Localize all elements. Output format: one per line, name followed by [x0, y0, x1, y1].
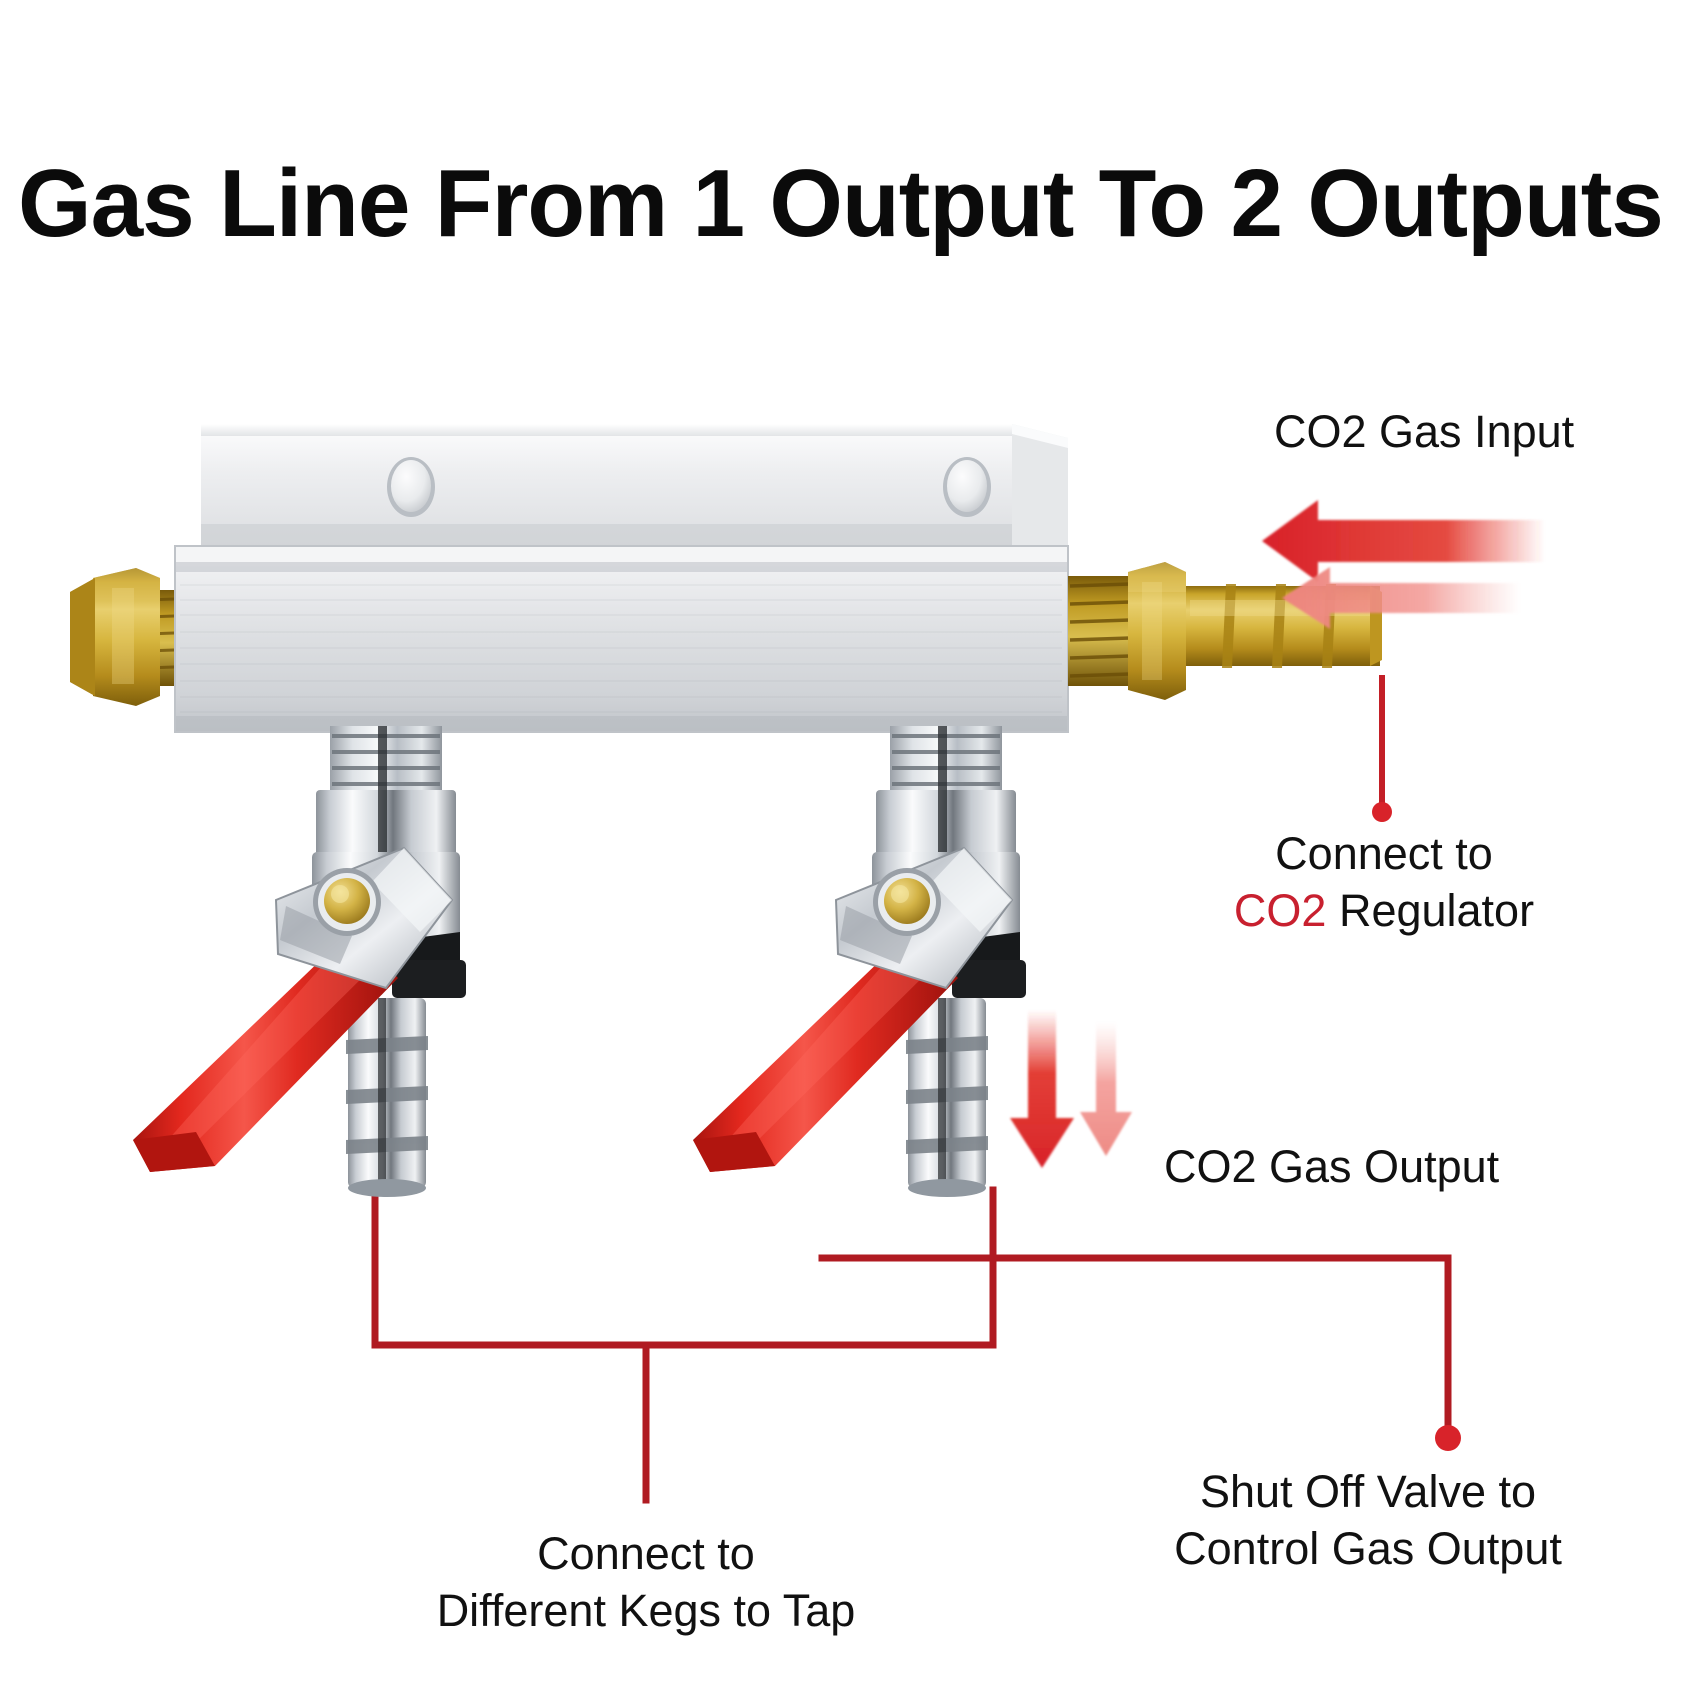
regulator-co2-text: CO2 [1233, 885, 1327, 936]
kegs-leader-bracket [371, 1186, 997, 1504]
regulator-label-line1: Connect to [1275, 828, 1493, 879]
shutoff-label-line2: Control Gas Output [1174, 1523, 1562, 1574]
mounting-hole-left [387, 457, 435, 517]
aluminum-manifold-body [174, 424, 1069, 733]
regulator-leader-dot [1372, 802, 1392, 822]
shutoff-label-line1: Shut Off Valve to [1199, 1466, 1537, 1517]
valve-center-nut-right [873, 868, 941, 936]
shut-off-valve-right [693, 726, 1026, 1197]
gas-input-label: CO2 Gas Input [1274, 406, 1575, 457]
gas-output-arrow-primary [1010, 1010, 1074, 1168]
gas-output-label: CO2 Gas Output [1164, 1141, 1500, 1192]
valve-center-nut-left [313, 868, 381, 936]
gas-output-arrow-secondary [1080, 1022, 1132, 1156]
shutoff-leader [818, 1254, 1452, 1434]
kegs-label-line1: Connect to [537, 1528, 755, 1579]
regulator-word-text: Regulator [1326, 885, 1535, 936]
valve-handle-right[interactable] [693, 930, 958, 1172]
regulator-label-line2: CO2 Regulator [1104, 882, 1664, 939]
gas-input-arrow-secondary [1282, 567, 1520, 629]
kegs-label-line2: Different Kegs to Tap [436, 1585, 856, 1636]
mounting-hole-right [943, 457, 991, 517]
valve-handle-left[interactable] [133, 930, 398, 1172]
page-title: Gas Line From 1 Output To 2 Outputs [18, 150, 1664, 257]
shut-off-valve-left [133, 726, 466, 1197]
brass-inlet-barb-fitting [1068, 562, 1382, 700]
shutoff-leader-dot [1435, 1425, 1461, 1451]
gas-input-arrow-primary [1262, 500, 1545, 582]
